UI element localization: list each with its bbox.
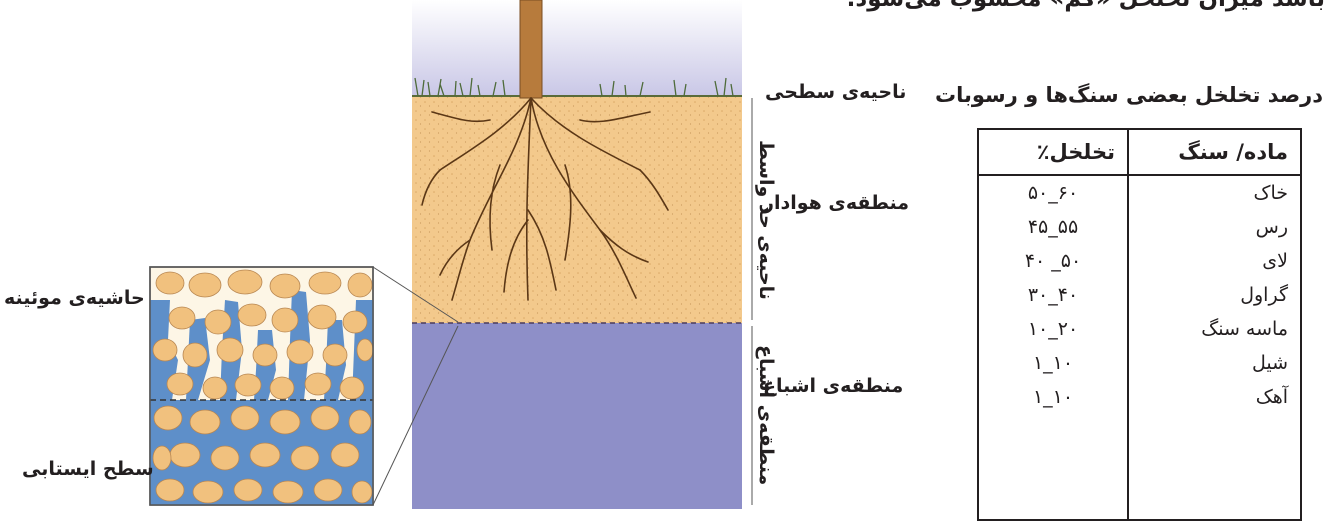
table-title: درصد تخلخل بعضی سنگ‌ها و رسوبات (935, 83, 1323, 107)
saturation-zone-label: منطقه‌ی اشباع (763, 375, 904, 397)
porosity-cell: ۴۰ _۵۰ (977, 244, 1129, 278)
porosity-cell: ۱_۱۰ (977, 346, 1129, 380)
porosity-cell: ۱_۱۰ (977, 380, 1129, 414)
material-cell: رس (1127, 210, 1302, 244)
capillary-inset (149, 266, 374, 506)
material-cell: ماسه سنگ (1127, 312, 1302, 346)
porosity-cell: ۳۰_۴۰ (977, 278, 1129, 312)
material-cell: لای (1127, 244, 1302, 278)
material-cell: گراول (1127, 278, 1302, 312)
surface-band (412, 0, 742, 98)
aeration-zone-label: منطقه‌ی هوادار (763, 192, 910, 214)
material-header: ماده/ سنگ (1127, 128, 1302, 176)
header-text: باشد میزان تخلخل «کم» محسوب می‌شود. (847, 0, 1325, 12)
porosity-cell: ۵۰_۶۰ (977, 175, 1129, 210)
plant-stem (519, 0, 543, 99)
saturation-zone-fill (412, 323, 742, 509)
grass (414, 77, 734, 97)
material-cell: خاک (1127, 175, 1302, 210)
table-header-row: ماده/ سنگ تخلخل٪ (977, 128, 1302, 176)
plant-roots (421, 97, 669, 301)
material-cell: آهک (1127, 380, 1302, 414)
table-filler-row (977, 414, 1302, 520)
porosity-cell: ۴۵_۵۵ (977, 210, 1129, 244)
water-table-label: سطح ایستابی (22, 458, 154, 480)
porosity-cell: ۱۰_۲۰ (977, 312, 1129, 346)
material-cell: شیل (1127, 346, 1302, 380)
surface-zone-label: ناحیه‌ی سطحی (765, 81, 907, 103)
capillary-fringe-label: حاشیه‌ی موئینه (4, 287, 145, 309)
soil-profile-diagram (149, 0, 753, 509)
intermediate-zone-vertical-label: ناحیه‌ی حد واسط (755, 140, 777, 300)
saturation-zone-vertical-label: منطقه‌ی اشباع (755, 345, 777, 486)
porosity-header: تخلخل٪ (977, 128, 1129, 176)
